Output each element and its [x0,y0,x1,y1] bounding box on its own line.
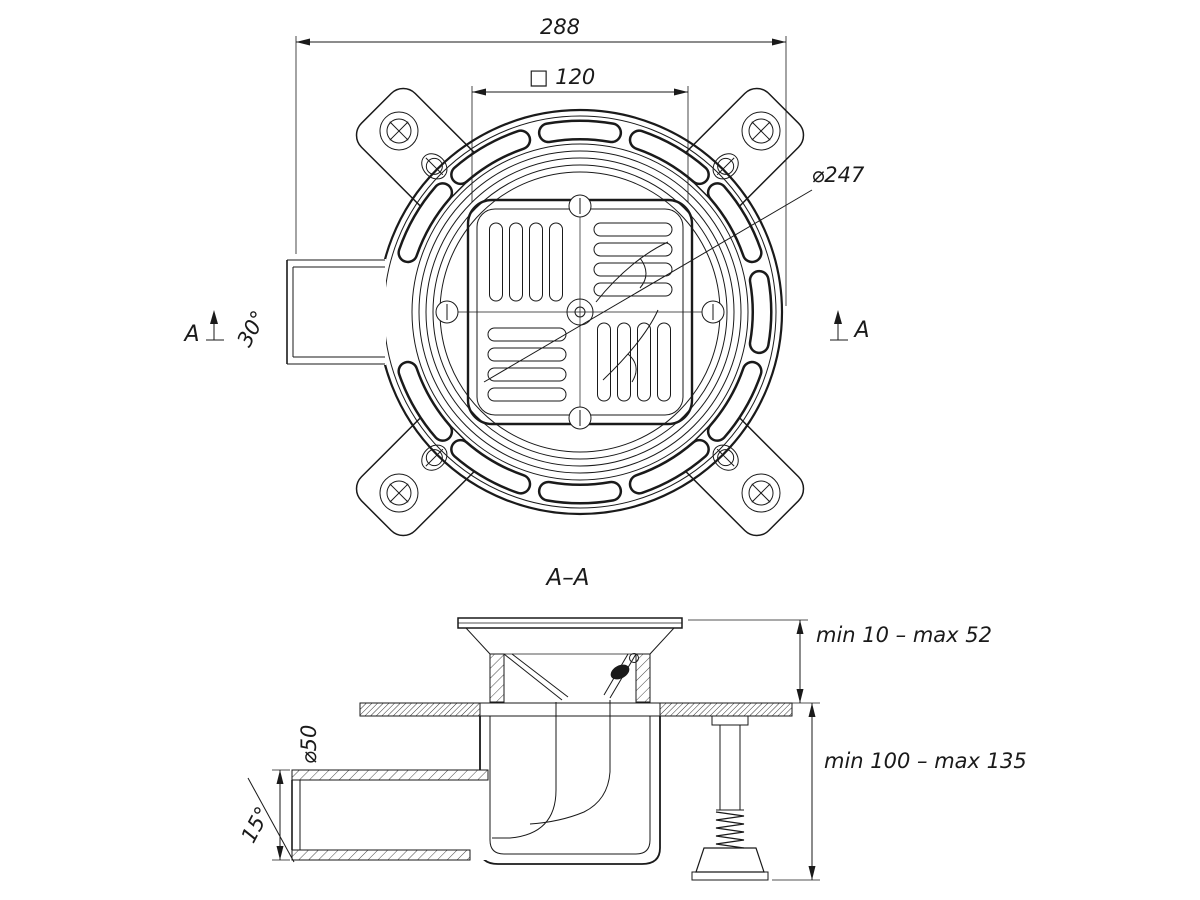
grate [435,194,725,430]
section-marker-left: A [182,310,224,347]
angle-label-15: 15° [236,803,275,847]
dimension-outlet-diameter: ⌀50 [272,725,321,861]
foot-thread-spring [715,811,745,849]
dimension-overall-width: 288 [295,15,787,306]
mounting-bracket-top-left [355,87,479,211]
top-view: 288 □ 120 ⌀247 30° [182,15,870,537]
membrane-flange [359,702,793,717]
grate-center-hub [566,298,594,326]
drain-body [479,716,661,865]
dimension-adjust-body: min 100 – max 135 [772,703,1027,881]
flange-slot-ring [397,119,773,505]
dim-label-288: 288 [540,15,580,39]
mounting-bracket-top-right [681,87,805,211]
dimension-flange-diameter: ⌀247 [483,163,865,383]
swivel-angle: 15° [236,777,295,863]
section-title: A–A [545,565,590,591]
mounting-bracket-bottom-right [681,413,805,537]
water-swirl-decoration [595,241,669,383]
dimension-adjust-top: min 10 – max 52 [688,619,992,704]
mounting-bracket-bottom-left [355,413,479,537]
grate-slots-bottom-left [487,327,567,402]
dim-label-min100-max135: min 100 – max 135 [824,749,1027,773]
dim-label-min10-max52: min 10 – max 52 [816,623,992,647]
angle-label-30: 30° [232,307,271,351]
outlet-pipe-section [291,769,489,861]
grate-slots-top-left [489,222,563,302]
dim-label-square-120: □ 120 [529,65,596,89]
dim-label-dia-247: ⌀247 [812,163,865,187]
section-letter-left: A [182,322,199,347]
grate-slots-bottom-right [597,322,671,402]
section-view: A–A [236,565,1027,881]
dimension-grate-square: □ 120 [471,65,689,202]
section-letter-right: A [852,318,869,343]
dim-label-dia-50: ⌀50 [297,725,321,764]
grate-screws [435,194,725,430]
grate-slots-top-right [593,222,673,297]
upper-frame [457,617,683,703]
adjustable-foot [691,715,769,881]
trap-seal [610,664,630,680]
odor-trap-funnel [503,653,639,701]
outlet-pipe-plan [286,259,386,365]
section-marker-right: A [830,310,870,343]
interior-channel [492,700,611,839]
